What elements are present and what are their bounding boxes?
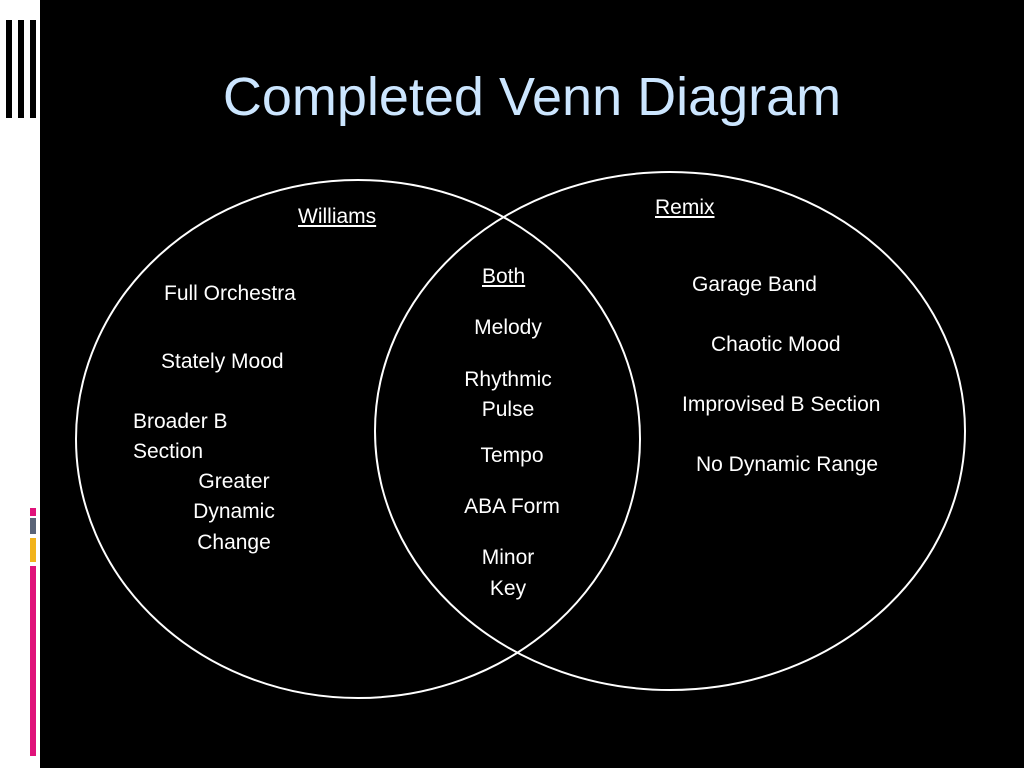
accent-pink-bar: [30, 566, 36, 756]
set-label-both: Both: [482, 265, 526, 288]
both-item: Minor: [481, 546, 535, 569]
remix-item: No Dynamic Range: [696, 453, 879, 476]
both-item: Pulse: [481, 398, 535, 421]
williams-item: Greater: [198, 470, 270, 493]
remix-circle: [374, 171, 966, 691]
set-label-remix: Remix: [655, 196, 715, 219]
both-item: Tempo: [480, 444, 544, 467]
both-item: Key: [489, 577, 527, 600]
accent-pink-mark: [30, 508, 36, 516]
remix-item: Chaotic Mood: [711, 333, 841, 356]
both-item: Melody: [474, 316, 542, 339]
set-label-williams: Williams: [298, 205, 377, 228]
williams-circle: [75, 179, 641, 699]
williams-item: Dynamic: [193, 500, 275, 523]
both-item: ABA Form: [464, 495, 560, 518]
remix-item: Improvised B Section: [682, 393, 881, 416]
williams-item: Broader B: [133, 410, 228, 433]
logo-bar-middle: [18, 20, 24, 118]
accent-gray-mark: [30, 518, 36, 534]
logo-bar-right: [30, 20, 36, 118]
both-item: Rhythmic: [464, 368, 552, 391]
slide-title: Completed Venn Diagram: [222, 67, 842, 127]
left-margin-strip: [0, 0, 40, 768]
remix-item: Garage Band: [692, 273, 817, 296]
slide-background: [40, 0, 1024, 768]
williams-item: Stately Mood: [161, 350, 284, 373]
logo-bar-left: [6, 20, 12, 118]
williams-item: Full Orchestra: [164, 282, 296, 305]
williams-item: Change: [197, 531, 271, 554]
accent-gold-mark: [30, 538, 36, 562]
williams-item: Section: [133, 440, 204, 463]
